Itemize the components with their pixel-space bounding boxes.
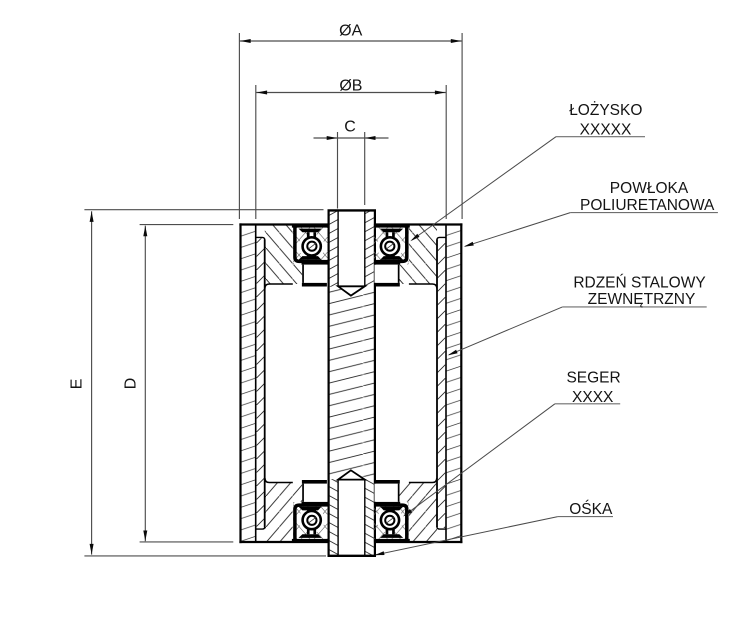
svg-text:SEGER: SEGER xyxy=(566,369,620,386)
svg-text:OŚKA: OŚKA xyxy=(569,500,613,518)
svg-text:POWŁOKA: POWŁOKA xyxy=(610,180,689,197)
svg-text:E: E xyxy=(68,379,85,390)
svg-text:D: D xyxy=(122,378,139,390)
svg-text:C: C xyxy=(344,119,356,136)
svg-text:ØB: ØB xyxy=(339,77,362,94)
svg-text:XXXXX: XXXXX xyxy=(580,121,632,138)
svg-text:RDZEŃ STALOWY: RDZEŃ STALOWY xyxy=(573,275,705,292)
svg-text:ŁOŻYSKO: ŁOŻYSKO xyxy=(569,101,642,119)
svg-text:ZEWNĘTRZNY: ZEWNĘTRZNY xyxy=(588,291,696,308)
svg-text:ØA: ØA xyxy=(339,23,362,40)
svg-text:XXXX: XXXX xyxy=(572,389,614,406)
svg-text:POLIURETANOWA: POLIURETANOWA xyxy=(580,197,715,214)
